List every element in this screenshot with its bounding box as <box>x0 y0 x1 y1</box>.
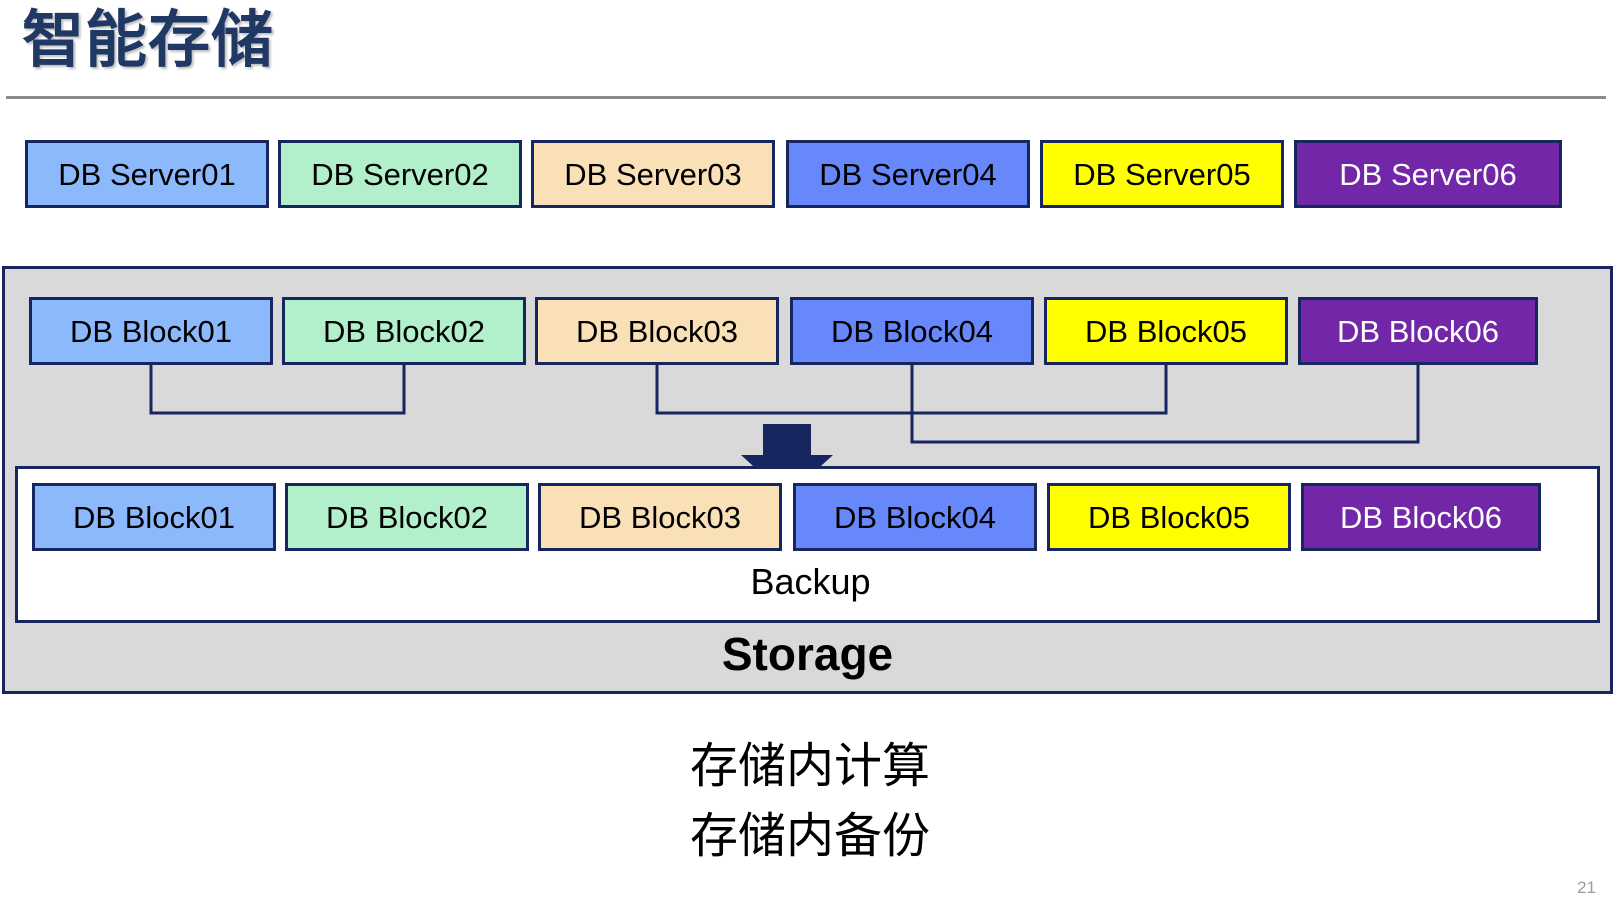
db-server-box-5[interactable]: DB Server05 <box>1040 140 1284 208</box>
db-server-box-2[interactable]: DB Server02 <box>278 140 522 208</box>
db-server-box-4[interactable]: DB Server04 <box>786 140 1030 208</box>
db-block-box-1[interactable]: DB Block01 <box>29 297 273 365</box>
db-block-box-4[interactable]: DB Block04 <box>790 297 1034 365</box>
db-server-box-1[interactable]: DB Server01 <box>25 140 269 208</box>
backup-block-box-2[interactable]: DB Block02 <box>285 483 529 551</box>
db-server-box-6[interactable]: DB Server06 <box>1294 140 1562 208</box>
storage-label: Storage <box>721 628 894 680</box>
backup-block-box-4[interactable]: DB Block04 <box>793 483 1037 551</box>
db-block-box-2[interactable]: DB Block02 <box>282 297 526 365</box>
page-title: 智能存储 <box>22 6 275 75</box>
caption-line-1: 存储内计算 <box>689 740 930 793</box>
backup-block-box-5[interactable]: DB Block05 <box>1047 483 1291 551</box>
backup-block-box-3[interactable]: DB Block03 <box>538 483 782 551</box>
backup-block-box-6[interactable]: DB Block06 <box>1301 483 1541 551</box>
backup-block-box-1[interactable]: DB Block01 <box>32 483 276 551</box>
backup-label: Backup <box>750 561 871 602</box>
page-number: 21 <box>1577 878 1596 897</box>
title-divider <box>6 96 1606 99</box>
db-block-box-5[interactable]: DB Block05 <box>1044 297 1288 365</box>
db-block-box-6[interactable]: DB Block06 <box>1298 297 1538 365</box>
db-server-box-3[interactable]: DB Server03 <box>531 140 775 208</box>
caption-line-2: 存储内备份 <box>689 810 930 863</box>
db-block-box-3[interactable]: DB Block03 <box>535 297 779 365</box>
